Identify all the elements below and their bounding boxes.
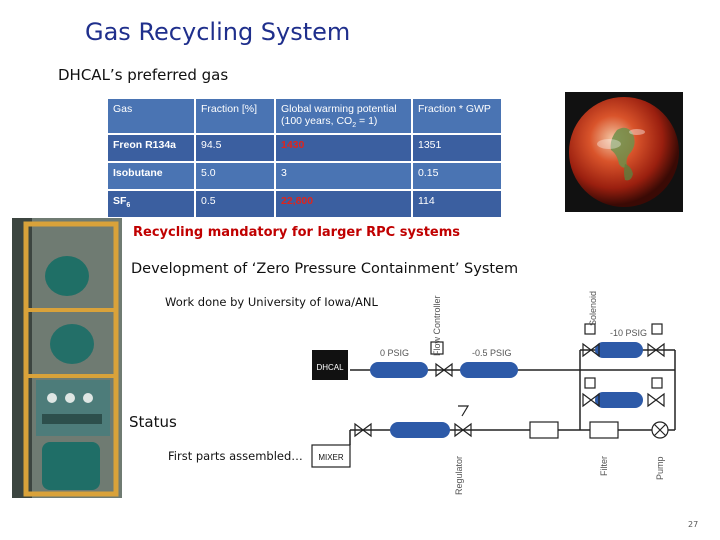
- work-done-text: Work done by University of Iowa/ANL: [165, 295, 378, 309]
- dhcal-box: [312, 350, 348, 380]
- pump-label: Pump: [655, 456, 665, 480]
- development-heading: Development of ‘Zero Pressure Containmen…: [131, 261, 519, 277]
- cell-fraction-gwp: 1351: [412, 134, 503, 164]
- tank-zero: [370, 362, 428, 378]
- tank-lower: [390, 422, 450, 438]
- status-heading: Status: [129, 413, 177, 431]
- minus05-label: -0.5 PSIG: [472, 348, 512, 358]
- tank-minus05: [460, 362, 518, 378]
- gwp-header-line1: Global warming potential: [281, 103, 397, 115]
- gas-flow-schematic: DHCAL MIXER: [300, 280, 685, 500]
- mixer-label: MIXER: [318, 453, 344, 462]
- recycling-note: Recycling mandatory for larger RPC syste…: [133, 225, 461, 240]
- table-row: SF6 0.5 22,800 114: [108, 190, 503, 220]
- table-row: Isobutane 5.0 3 0.15: [108, 162, 503, 192]
- mixer-box: [311, 444, 351, 468]
- cell-gas: Isobutane: [108, 162, 196, 192]
- slide-subtitle: DHCAL’s preferred gas: [58, 66, 229, 84]
- first-parts-text: First parts assembled…: [168, 449, 303, 463]
- cell-gwp: 3: [275, 162, 413, 192]
- regulator-label: Regulator: [454, 456, 464, 495]
- table-header-row: Gas Fraction [%] Global warming potentia…: [108, 99, 503, 136]
- table-row: Freon R134a 94.5 1430 1351: [108, 134, 503, 164]
- tank-minus10-a: [595, 342, 643, 358]
- dhcal-label: DHCAL: [316, 363, 344, 372]
- gas-rack-photo: [12, 218, 122, 498]
- page-number: 27: [688, 520, 699, 529]
- table-header-fraction: Fraction [%]: [195, 99, 276, 136]
- gas-table: Gas Fraction [%] Global warming potentia…: [108, 99, 503, 220]
- gas-sf-sub: 6: [126, 202, 131, 210]
- gwp-header-sub: 2: [352, 122, 357, 130]
- solenoid-label: Solenoid: [588, 291, 598, 326]
- flow-controller-label: Flow Controller: [432, 295, 442, 356]
- cell-fraction: 0.5: [195, 190, 276, 220]
- table-header-fraction-gwp: Fraction * GWP: [412, 99, 503, 136]
- table-header-gwp: Global warming potential(100 years, CO2 …: [275, 99, 413, 136]
- cell-gwp: 1430: [275, 134, 413, 164]
- tank-minus10-b: [595, 392, 643, 408]
- minus10-label: -10 PSIG: [610, 328, 647, 338]
- cell-gas: Freon R134a: [108, 134, 196, 164]
- cell-fraction-gwp: 0.15: [412, 162, 503, 192]
- cell-fraction: 5.0: [195, 162, 276, 192]
- gwp-header-line2: (100 years, CO: [281, 115, 353, 127]
- gas-sf-label: SF: [113, 195, 127, 208]
- slide-title: Gas Recycling System: [85, 18, 351, 46]
- warming-earth-image: [565, 92, 683, 212]
- filter-label: Filter: [599, 456, 609, 476]
- gwp-header-line3: = 1): [356, 115, 378, 127]
- cell-gwp: 22,800: [275, 190, 413, 220]
- cell-gas: SF6: [108, 190, 196, 220]
- zero-psig-label: 0 PSIG: [380, 348, 409, 358]
- cell-fraction-gwp: 114: [412, 190, 503, 220]
- cell-fraction: 94.5: [195, 134, 276, 164]
- table-header-gas: Gas: [108, 99, 196, 136]
